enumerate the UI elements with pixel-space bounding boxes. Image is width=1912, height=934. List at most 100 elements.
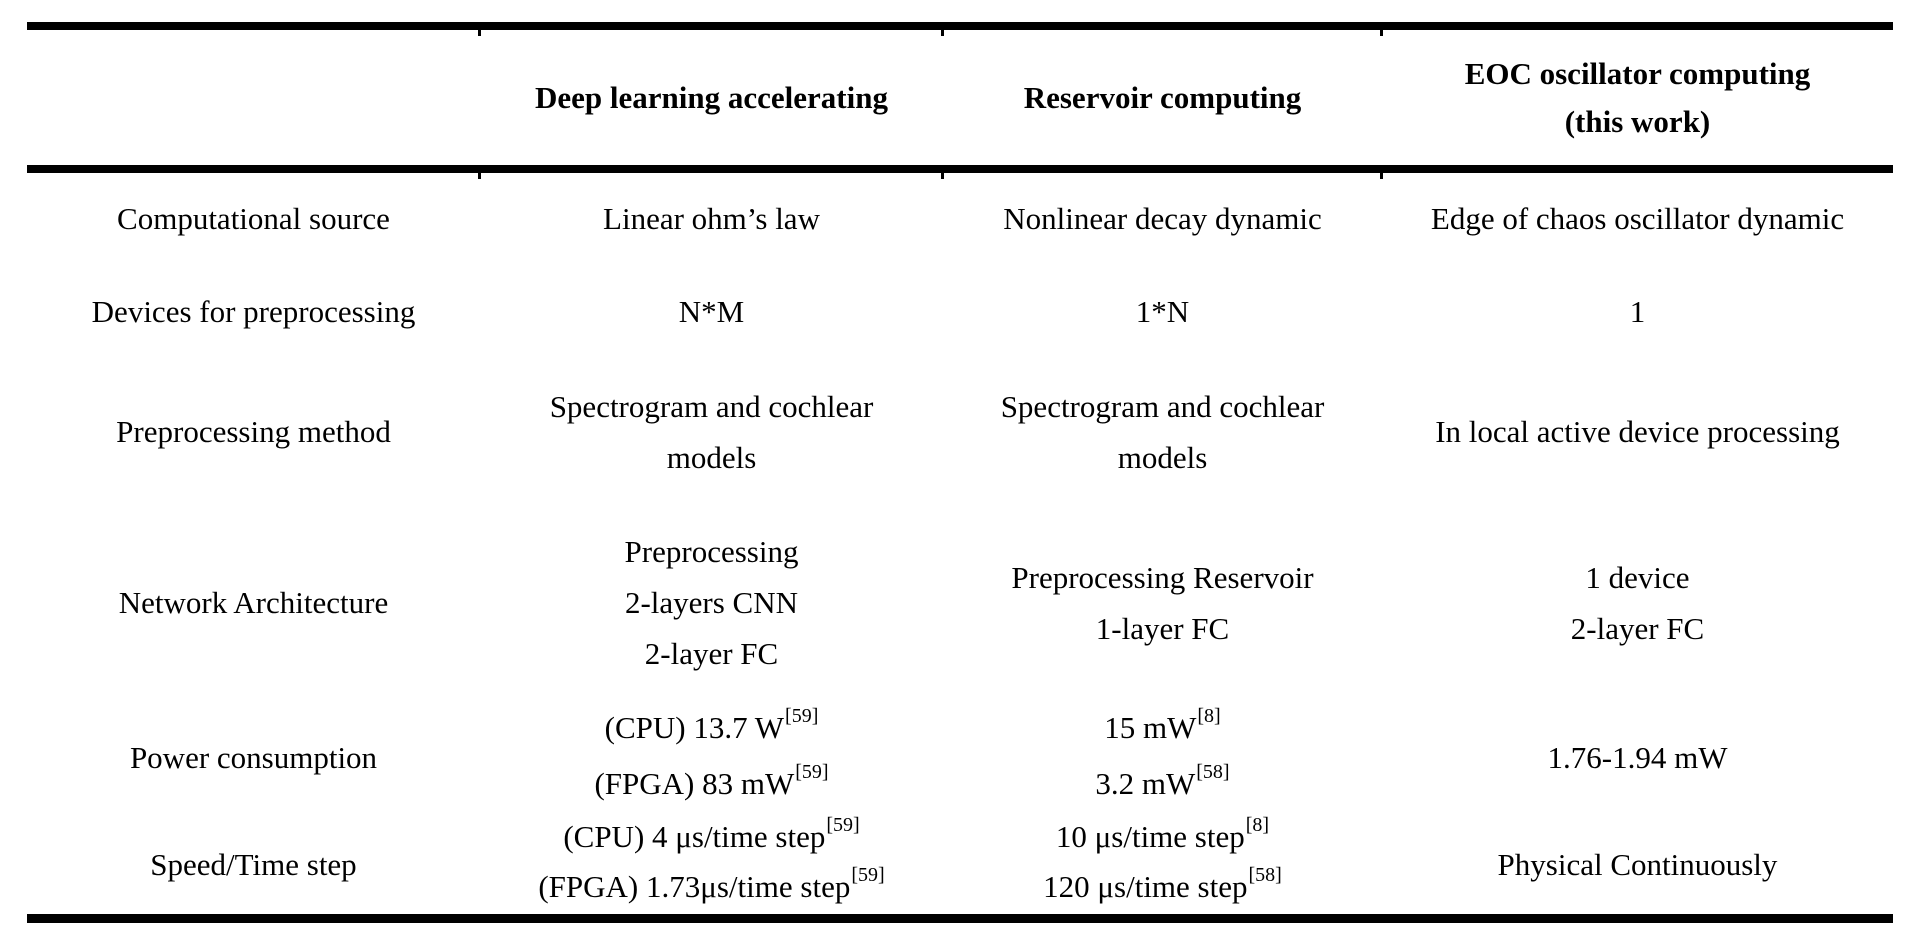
table-cell: Spectrogram and cochlear models <box>943 359 1382 504</box>
table-cell: In local active device processing <box>1382 359 1893 504</box>
cell-text: 1 <box>1629 294 1646 329</box>
column-header-eoc-oscillator: EOC oscillator computing (this work) <box>1382 26 1893 169</box>
cell-text: Linear ohm’s law <box>603 201 820 236</box>
column-header-deep-learning: Deep learning accelerating <box>480 26 943 169</box>
cell-line: Spectrogram and cochlear <box>480 381 943 432</box>
citation-ref: [58] <box>1196 760 1230 783</box>
cell-text: (FPGA) 83 mW <box>594 765 795 801</box>
cell-line: Nonlinear decay dynamic <box>943 193 1382 244</box>
table-cell: 1 <box>1382 264 1893 359</box>
citation-ref: [59] <box>785 704 819 727</box>
citation-ref: [8] <box>1245 814 1270 836</box>
cell-text: 2-layers CNN <box>624 585 799 620</box>
column-header-reservoir-computing: Reservoir computing <box>943 26 1382 169</box>
cell-text: Preprocessing <box>624 534 799 569</box>
citation-ref: [8] <box>1197 704 1221 727</box>
column-tick-mark <box>478 30 481 36</box>
cell-line: Preprocessing Reservoir <box>943 552 1382 603</box>
cell-line: In local active device processing <box>1382 406 1893 457</box>
cell-text: Preprocessing Reservoir <box>1011 559 1314 595</box>
cell-text: 3.2 mW <box>1095 765 1196 801</box>
table-row: Power consumption(CPU) 13.7 W[59](FPGA) … <box>27 701 1893 814</box>
cell-text: 1*N <box>1135 294 1190 329</box>
cell-line: Linear ohm’s law <box>480 193 943 244</box>
table-cell: 1.76-1.94 mW <box>1382 701 1893 814</box>
table-cell: (CPU) 4 μs/time step[59](FPGA) 1.73μs/ti… <box>480 814 943 919</box>
cell-text: 15 mW <box>1104 709 1197 745</box>
table-cell: Linear ohm’s law <box>480 169 943 264</box>
table-row: Speed/Time step(CPU) 4 μs/time step[59](… <box>27 814 1893 919</box>
cell-line: 1.76-1.94 mW <box>1382 732 1893 783</box>
citation-ref: [59] <box>851 864 885 886</box>
cell-text: Edge of chaos oscillator dynamic <box>1430 201 1845 236</box>
cell-line: models <box>943 432 1382 483</box>
cell-text: 10 μs/time step <box>1055 819 1245 854</box>
citation-ref: [58] <box>1248 864 1282 886</box>
cell-line: 1 device <box>1382 552 1893 603</box>
cell-line: N*M <box>480 286 943 337</box>
column-tick-mark <box>941 173 944 179</box>
cell-line: 1 <box>1382 286 1893 337</box>
column-tick-mark <box>1380 30 1383 36</box>
cell-text: Spectrogram and cochlear <box>549 388 874 424</box>
table-row: Preprocessing method Spectrogram and coch… <box>27 359 1893 504</box>
cell-line: 120 μs/time step[58] <box>943 864 1382 914</box>
cell-text: (CPU) 13.7 W <box>604 709 785 745</box>
cell-line: 1-layer FC <box>943 603 1382 654</box>
cell-line: 1*N <box>943 286 1382 337</box>
cell-line: (CPU) 13.7 W[59] <box>480 702 943 758</box>
row-label: Power consumption <box>129 740 378 775</box>
cell-text: Physical Continuously <box>1497 846 1778 882</box>
table-row: Computational source Linear ohm’s law Nonl… <box>27 169 1893 264</box>
cell-text: Nonlinear decay dynamic <box>1003 201 1322 236</box>
table-cell: 1*N <box>943 264 1382 359</box>
cell-line: 15 mW[8] <box>943 702 1382 758</box>
table-cell: 10 μs/time step[8]120 μs/time step[58] <box>943 814 1382 919</box>
cell-line: 2-layer FC <box>1382 603 1893 654</box>
table-row: Network Architecture Preprocessing 2-layer… <box>27 504 1893 701</box>
column-header-text: EOC oscillator computing <box>1464 55 1811 91</box>
comparison-table: Deep learning accelerating Reservoir comp… <box>27 22 1893 923</box>
cell-line: 2-layers CNN <box>480 577 943 628</box>
cell-text: (CPU) 4 μs/time step <box>563 819 826 854</box>
cell-line: Edge of chaos oscillator dynamic <box>1382 193 1893 244</box>
cell-line: (FPGA) 1.73μs/time step[59] <box>480 864 943 914</box>
column-tick-mark <box>1380 173 1383 179</box>
column-tick-mark <box>478 173 481 179</box>
table-cell: Nonlinear decay dynamic <box>943 169 1382 264</box>
cell-line: 3.2 mW[58] <box>943 758 1382 814</box>
row-label: Network Architecture <box>118 585 389 620</box>
cell-text: 1 device <box>1585 559 1690 595</box>
table-cell: N*M <box>480 264 943 359</box>
table-cell: Preprocessing Reservoir 1-layer FC <box>943 504 1382 701</box>
table-cell: Spectrogram and cochlear models <box>480 359 943 504</box>
row-label: Preprocessing method <box>116 414 391 449</box>
cell-text: N*M <box>678 294 745 329</box>
row-label: Computational source <box>117 201 390 236</box>
row-label: Devices for preprocessing <box>91 294 416 329</box>
column-header-text: Deep learning accelerating <box>535 79 888 115</box>
cell-line: 10 μs/time step[8] <box>943 814 1382 864</box>
cell-text: 120 μs/time step <box>1043 869 1248 904</box>
cell-text: 2-layer FC <box>1570 610 1705 646</box>
header-row: Deep learning accelerating Reservoir comp… <box>27 26 1893 169</box>
cell-line: 2-layer FC <box>480 628 943 679</box>
column-header-text: Reservoir computing <box>1023 79 1302 115</box>
cell-line: Physical Continuously <box>1382 842 1893 887</box>
cell-text: Spectrogram and cochlear <box>1000 388 1325 424</box>
table-cell: Physical Continuously <box>1382 814 1893 919</box>
table-cell: Edge of chaos oscillator dynamic <box>1382 169 1893 264</box>
cell-text: models <box>666 439 757 475</box>
column-tick-mark <box>941 30 944 36</box>
table-cell: Preprocessing 2-layers CNN 2-layer FC <box>480 504 943 701</box>
comparison-table-wrap: Deep learning accelerating Reservoir comp… <box>27 22 1893 923</box>
table-row: Devices for preprocessing N*M 1*N 1 <box>27 264 1893 359</box>
cell-text: 1-layer FC <box>1095 610 1230 646</box>
table-cell: 15 mW[8]3.2 mW[58] <box>943 701 1382 814</box>
cell-text: models <box>1117 439 1208 475</box>
row-label: Speed/Time step <box>150 846 357 882</box>
column-header-text: (this work) <box>1564 103 1711 139</box>
cell-text: In local active device processing <box>1435 414 1840 449</box>
citation-ref: [59] <box>826 814 860 836</box>
citation-ref: [59] <box>795 760 829 783</box>
